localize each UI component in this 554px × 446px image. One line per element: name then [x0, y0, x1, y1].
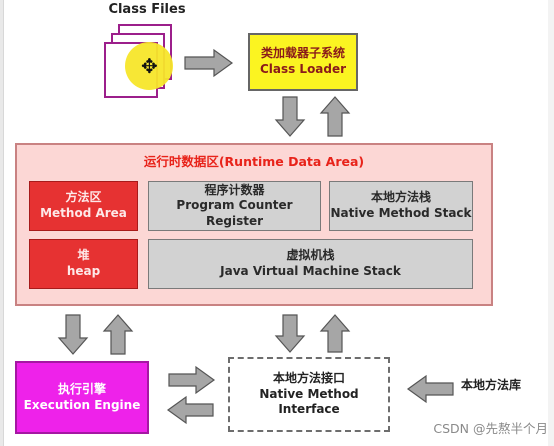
method-area-box: 方法区 Method Area	[29, 181, 138, 231]
arrow-icon	[102, 314, 134, 355]
arrow-icon	[57, 314, 89, 355]
arrow-icon	[184, 48, 234, 78]
heap-box: 堆 heap	[29, 239, 138, 289]
pc-register-label-en: Program Counter Register	[176, 198, 293, 228]
right-edge-strip	[548, 0, 554, 446]
arrow-icon	[168, 365, 216, 395]
csdn-watermark: CSDN @先熬半个月	[433, 421, 548, 436]
arrow-icon	[406, 374, 454, 404]
arrow-icon	[166, 395, 214, 425]
heap-label-en: heap	[66, 264, 101, 278]
native-interface-label-cn: 本地方法接口	[272, 371, 345, 386]
heap-label-cn: 堆	[77, 248, 90, 263]
class-files-label: Class Files	[108, 2, 186, 17]
method-area-label-en: Method Area	[40, 206, 127, 220]
execution-engine-label-en: Execution Engine	[23, 397, 141, 412]
arrow-icon	[274, 96, 306, 137]
native-method-interface-box: 本地方法接口 Native Method Interface	[228, 357, 390, 432]
mouse-cursor-icon: ✥	[141, 54, 158, 78]
arrow-icon	[274, 314, 306, 353]
execution-engine-box: 执行引擎 Execution Engine	[15, 361, 149, 434]
class-files-stack-icon	[0, 0, 554, 98]
native-method-stack-label-en: Native Method Stack	[330, 206, 472, 220]
pc-register-label-cn: 程序计数器	[204, 182, 265, 197]
left-edge-strip	[0, 0, 4, 446]
native-method-stack-box: 本地方法栈 Native Method Stack	[329, 181, 473, 231]
pc-register-box: 程序计数器 Program Counter Register	[148, 181, 321, 231]
class-loader-label-en: Class Loader	[259, 62, 347, 76]
class-loader-box: 类加载器子系统 Class Loader	[248, 33, 358, 91]
arrow-icon	[319, 96, 351, 137]
cursor-highlight	[125, 42, 173, 90]
native-method-library-label: 本地方法库	[460, 378, 521, 392]
jvm-stack-label-cn: 虚拟机栈	[286, 248, 335, 263]
class-loader-label-cn: 类加载器子系统	[260, 46, 345, 61]
native-interface-label-en-2: Interface	[278, 402, 340, 417]
native-method-stack-label-cn: 本地方法栈	[370, 190, 431, 205]
native-interface-label-en-1: Native Method	[259, 386, 359, 401]
arrow-icon	[319, 314, 351, 353]
execution-engine-label-cn: 执行引擎	[57, 381, 106, 396]
jvm-stack-box: 虚拟机栈 Java Virtual Machine Stack	[148, 239, 473, 289]
runtime-data-area-title: 运行时数据区(Runtime Data Area)	[143, 154, 365, 169]
method-area-label-cn: 方法区	[65, 190, 102, 205]
jvm-stack-label-en: Java Virtual Machine Stack	[220, 264, 401, 278]
